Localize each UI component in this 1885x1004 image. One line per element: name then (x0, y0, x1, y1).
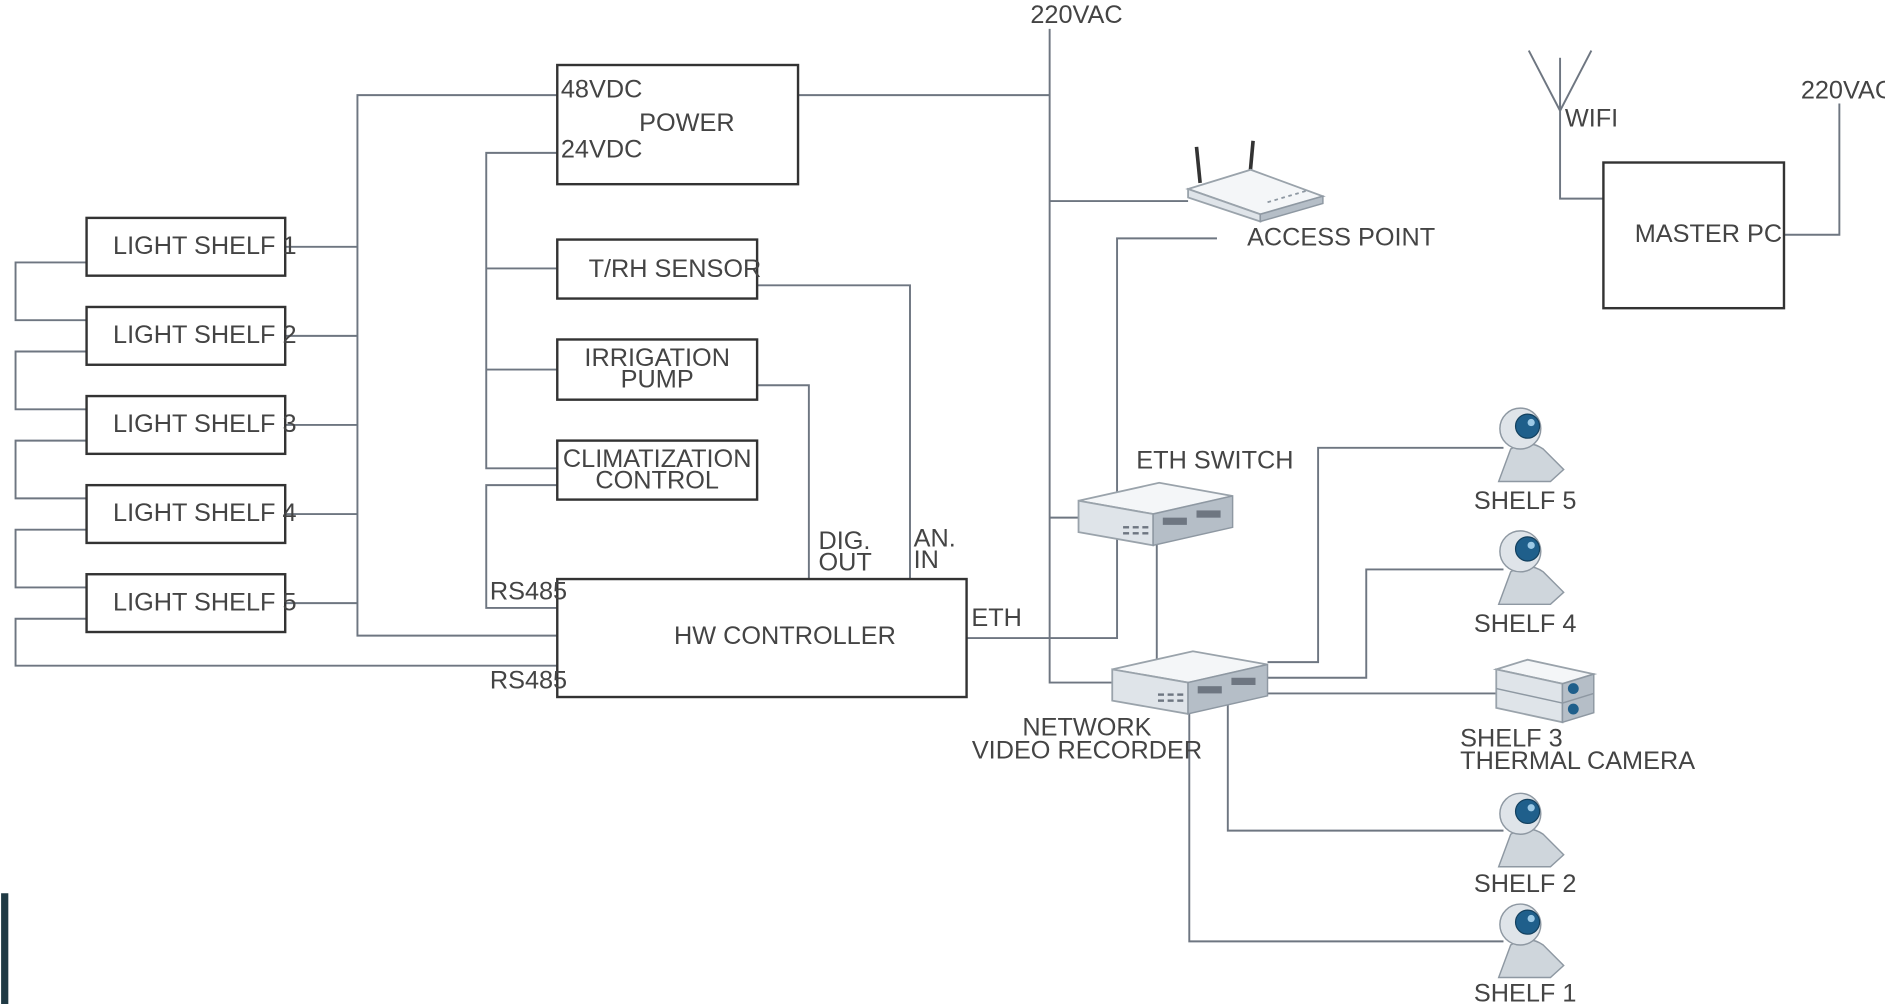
trh-sensor: T/RH SENSOR (556, 238, 762, 300)
irrigation-pump-line2: PUMP (621, 366, 694, 394)
light-shelf-3-label: LIGHT SHELF 3 (113, 410, 296, 438)
rs485-top-label: RS485 (490, 578, 567, 606)
corner-decoration (1, 893, 9, 1004)
master-pc-label: MASTER PC (1635, 220, 1782, 248)
nvr-label-1: NETWORK (1022, 714, 1151, 742)
light-shelf-5-label: LIGHT SHELF 5 (113, 588, 296, 616)
light-shelf-5: LIGHT SHELF 5 (85, 573, 297, 634)
power-24vdc-label: 24VDC (561, 136, 642, 164)
dig-out-label-1: DIG. (819, 527, 871, 555)
switch-icon (1077, 481, 1234, 547)
camera-shelf-5-label: SHELF 5 (1474, 487, 1577, 515)
mains-220vac-right-label: 220VAC (1801, 77, 1885, 105)
light-shelf-3: LIGHT SHELF 3 (85, 394, 297, 456)
trh-sensor-label: T/RH SENSOR (589, 255, 762, 283)
camera-shelf-3-label: SHELF 3 (1460, 724, 1563, 752)
webcam-icon (1497, 530, 1565, 606)
an-in-label-1: AN. (914, 525, 956, 553)
router-icon (1185, 140, 1326, 223)
power-label: POWER (639, 109, 734, 137)
light-shelf-2-label: LIGHT SHELF 2 (113, 321, 296, 349)
climatization-line1: CLIMATIZATION (563, 445, 752, 473)
camera-shelf-4-label: SHELF 4 (1474, 610, 1577, 638)
light-shelf-4-label: LIGHT SHELF 4 (113, 499, 296, 527)
webcam-icon (1497, 407, 1565, 483)
webcam-icon (1497, 792, 1565, 868)
nvr-label-2: VIDEO RECORDER (972, 736, 1202, 764)
wifi-label: WIFI (1565, 104, 1618, 132)
wiring (14, 28, 1841, 943)
rs485-bottom-label: RS485 (490, 667, 567, 695)
light-shelf-1: LIGHT SHELF 1 (85, 216, 297, 277)
antenna-icon (1527, 50, 1593, 112)
irrigation-pump-line1: IRRIGATION (584, 344, 730, 372)
webcam-icon (1497, 903, 1565, 979)
climatization-control: CLIMATIZATION CONTROL (556, 439, 759, 501)
light-shelf-2: LIGHT SHELF 2 (85, 305, 297, 366)
camera-shelf-2-label: SHELF 2 (1474, 870, 1577, 898)
light-shelf-1-label: LIGHT SHELF 1 (113, 232, 296, 260)
irrigation-pump: IRRIGATION PUMP (556, 338, 759, 401)
camera-shelf-1-label: SHELF 1 (1474, 980, 1577, 1004)
eth-label: ETH (971, 604, 1022, 632)
thermal-camera-icon (1492, 658, 1598, 724)
eth-switch-label: ETH SWITCH (1136, 446, 1293, 474)
hw-controller: HW CONTROLLER (556, 577, 968, 699)
hw-controller-label: HW CONTROLLER (674, 622, 896, 650)
light-shelf-4: LIGHT SHELF 4 (85, 483, 297, 545)
mains-220vac-label: 220VAC (1030, 1, 1122, 29)
climatization-line2: CONTROL (595, 467, 719, 495)
master-pc: MASTER PC (1602, 161, 1786, 310)
an-in-label-2: IN (914, 546, 939, 574)
access-point-label: ACCESS POINT (1247, 224, 1435, 252)
power-supply: POWER 48VDC 24VDC (556, 63, 800, 186)
dig-out-label-2: OUT (819, 549, 872, 577)
thermal-camera-label: THERMAL CAMERA (1460, 747, 1695, 775)
power-48vdc-label: 48VDC (561, 76, 642, 104)
nvr-icon (1111, 650, 1269, 715)
